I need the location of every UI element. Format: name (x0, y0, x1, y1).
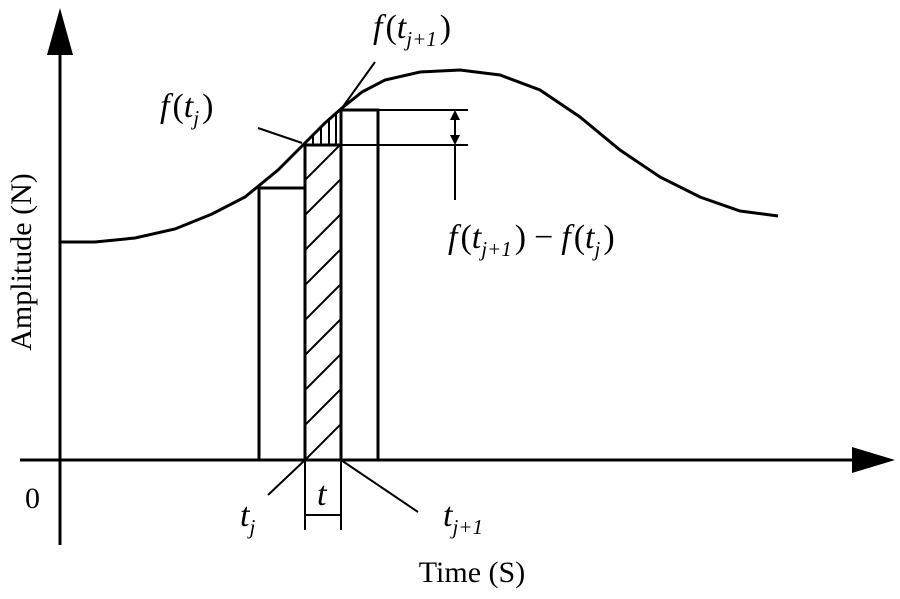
label-f-tj1: f(tj+1) (373, 9, 451, 51)
rect-next (339, 108, 380, 462)
leader-tj (267, 459, 306, 496)
leader-tj1 (340, 459, 419, 513)
label-tj1: tj+1 (443, 497, 483, 539)
label-difference: f(tj+1)−f(tj) (448, 219, 615, 261)
label-dt: t (317, 476, 328, 513)
gap-hatch (312, 113, 337, 145)
y-axis-label: Amplitude (N) (5, 173, 38, 350)
sample-rectangles (257, 108, 380, 462)
hatched-region (305, 145, 341, 460)
label-f-tj: f(tj) (160, 88, 213, 130)
leader-f-tj (257, 127, 303, 144)
rect-prev (257, 186, 307, 462)
leader-lines (257, 61, 419, 513)
x-axis-label: Time (S) (419, 556, 525, 589)
origin-label: 0 (25, 482, 40, 515)
y-axis-arrow (47, 8, 73, 55)
dt-bracket (304, 460, 342, 530)
axes (20, 8, 895, 545)
x-axis-arrow (852, 447, 895, 473)
leader-f-tj1 (341, 61, 376, 109)
difference-dimension (341, 109, 468, 200)
amplitude-curve (60, 68, 779, 244)
label-tj: tj (240, 497, 255, 539)
